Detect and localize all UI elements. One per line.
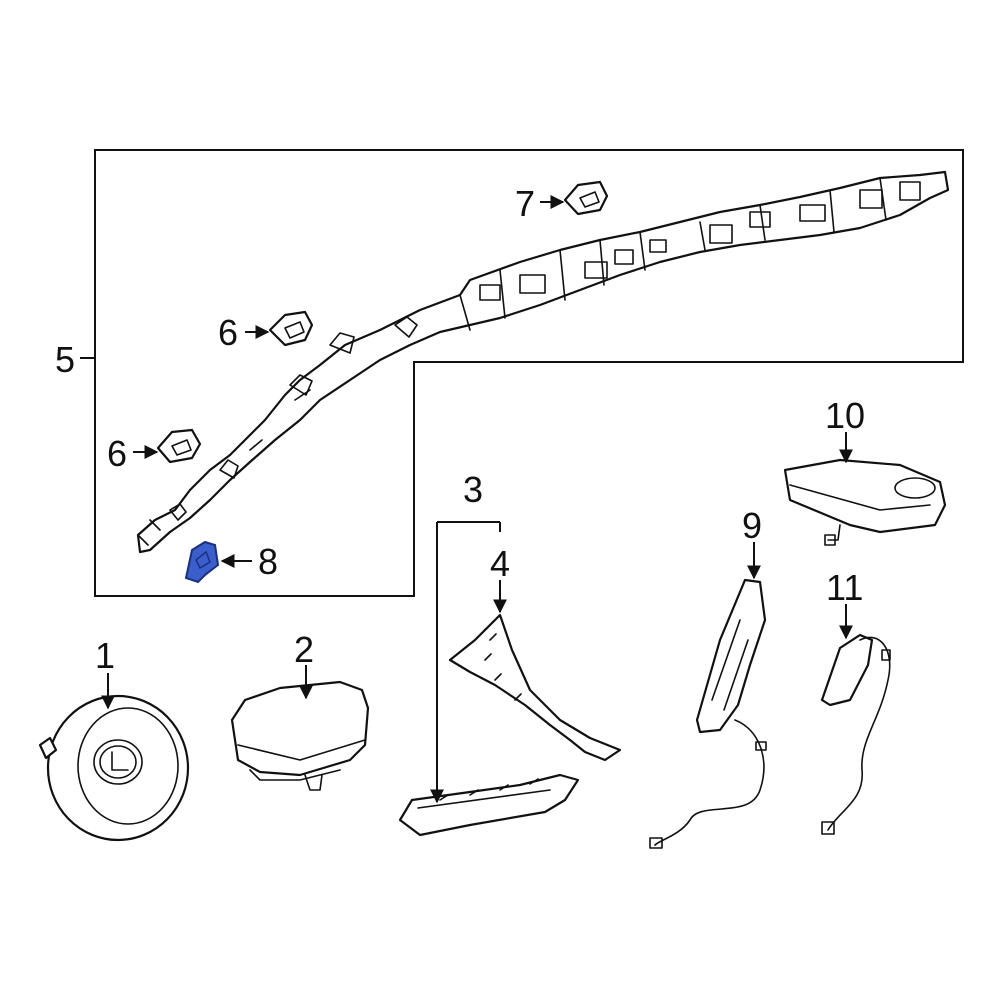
pillar-trim-part-4[interactable]	[448, 613, 622, 762]
side-airbag-part-9[interactable]	[649, 578, 767, 849]
clip-part-6-upper[interactable]	[268, 310, 314, 347]
callout-6-upper: 6	[218, 312, 238, 353]
curtain-airbag-part-5[interactable]	[136, 170, 950, 554]
callout-5: 5	[55, 339, 75, 380]
callout-9: 9	[742, 505, 762, 546]
knee-airbag-part-2[interactable]	[230, 680, 370, 791]
steering-wheel-airbag-part-1[interactable]	[38, 694, 190, 842]
callout-6-lower: 6	[107, 433, 127, 474]
callout-2: 2	[294, 629, 314, 670]
callout-1: 1	[95, 635, 115, 676]
callout-7: 7	[515, 183, 535, 224]
bracket-part-8-highlighted[interactable]	[184, 540, 220, 584]
callout-4: 4	[490, 543, 510, 584]
seat-airbag-part-11[interactable]	[820, 633, 891, 835]
callout-11: 11	[826, 567, 863, 608]
callout-10: 10	[825, 395, 865, 436]
callout-3: 3	[463, 469, 483, 510]
passenger-airbag-part-10[interactable]	[783, 458, 947, 546]
group-5-bracket-box	[94, 149, 964, 597]
knee-panel-part-3[interactable]	[398, 773, 580, 837]
callout-8: 8	[258, 541, 278, 582]
clip-part-6-lower[interactable]	[156, 428, 202, 464]
clip-part-7[interactable]	[563, 180, 609, 216]
